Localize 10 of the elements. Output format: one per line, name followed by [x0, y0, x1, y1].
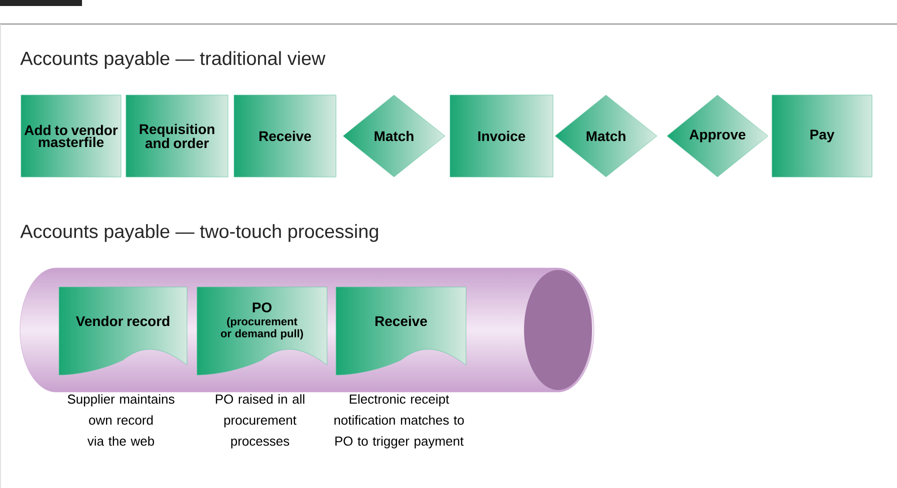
- section-heading: Accounts payable — two-touch processing: [20, 224, 378, 242]
- process-box: Receive: [234, 94, 336, 178]
- caption-text: PO raised in all procurement processes: [216, 394, 304, 448]
- caption-text: Electronic receipt notification matches to PO to trigger payment: [334, 394, 464, 448]
- process-box: Add to vendor masterfile: [20, 94, 122, 178]
- section-heading: Accounts payable — traditional view: [20, 51, 326, 69]
- process-box: Requisition and order: [126, 94, 228, 178]
- process-box: Pay: [772, 94, 872, 178]
- process-box: Invoice: [450, 94, 554, 178]
- caption-text: Supplier maintains own record via the web: [68, 394, 174, 446]
